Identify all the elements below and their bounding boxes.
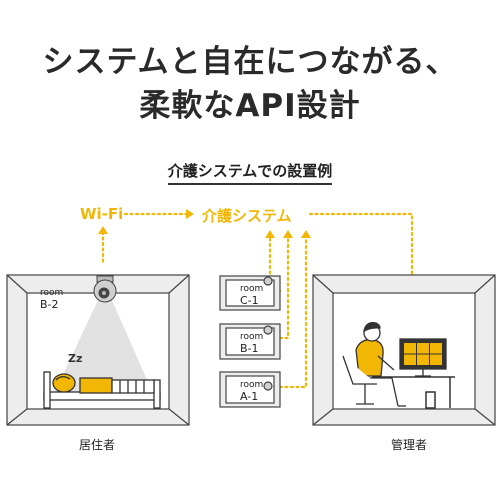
room-panel-a1 (219, 371, 281, 408)
arrow-up-icon (98, 226, 108, 234)
panel-a1-line (278, 234, 308, 389)
care-system-label: 介護システム (202, 207, 292, 225)
room-id: A-1 (240, 390, 259, 403)
panel-camera-icon (263, 276, 273, 286)
section-subtitle: 介護システムでの設置例 (0, 160, 500, 185)
room-id: B-1 (240, 342, 259, 355)
headline-line-2: 柔軟なAPI設計 (139, 88, 361, 124)
room-panel-b1 (219, 323, 281, 360)
arrow-up-icon (301, 230, 311, 238)
room-word: room (240, 332, 264, 342)
room-word: room (40, 288, 64, 298)
desk-icon (372, 376, 455, 409)
section-subtitle-text: 介護システムでの設置例 (167, 162, 333, 185)
camera-view-beam (52, 298, 155, 398)
arrow-right-icon (186, 209, 194, 219)
room-word: room (240, 380, 264, 390)
sleep-icon: Zz (68, 352, 82, 365)
chair-icon (342, 355, 377, 405)
panel-label-c1: room C-1 (240, 283, 263, 307)
room-id: C-1 (240, 294, 259, 307)
resident-room-label: room B-2 (40, 287, 63, 311)
manager-person-icon (355, 322, 406, 407)
panel-label-b1: room B-1 (240, 331, 263, 355)
arrow-up-icon (265, 230, 275, 238)
arrow-up-icon (283, 230, 293, 238)
headline-line-1: システムと自在につながる、 (42, 44, 458, 80)
panel-label-a1: room A-1 (240, 379, 263, 403)
manager-caption: 管理者 (391, 438, 428, 452)
panel-camera-icon (263, 381, 273, 391)
room-id: B-2 (40, 298, 59, 311)
panel-camera-icon (263, 325, 273, 335)
room-panel-c1 (219, 275, 281, 311)
pc-tower-icon (425, 391, 436, 409)
monitor-icon (399, 338, 447, 377)
ceiling-camera-icon (93, 275, 117, 303)
panel-b1-line (278, 234, 290, 340)
room-word: room (240, 284, 264, 294)
resident-caption: 居住者 (79, 438, 116, 452)
wifi-label: Wi-Fi (80, 205, 124, 223)
bed-icon (43, 371, 161, 409)
sleep-text: Zz (68, 352, 82, 365)
